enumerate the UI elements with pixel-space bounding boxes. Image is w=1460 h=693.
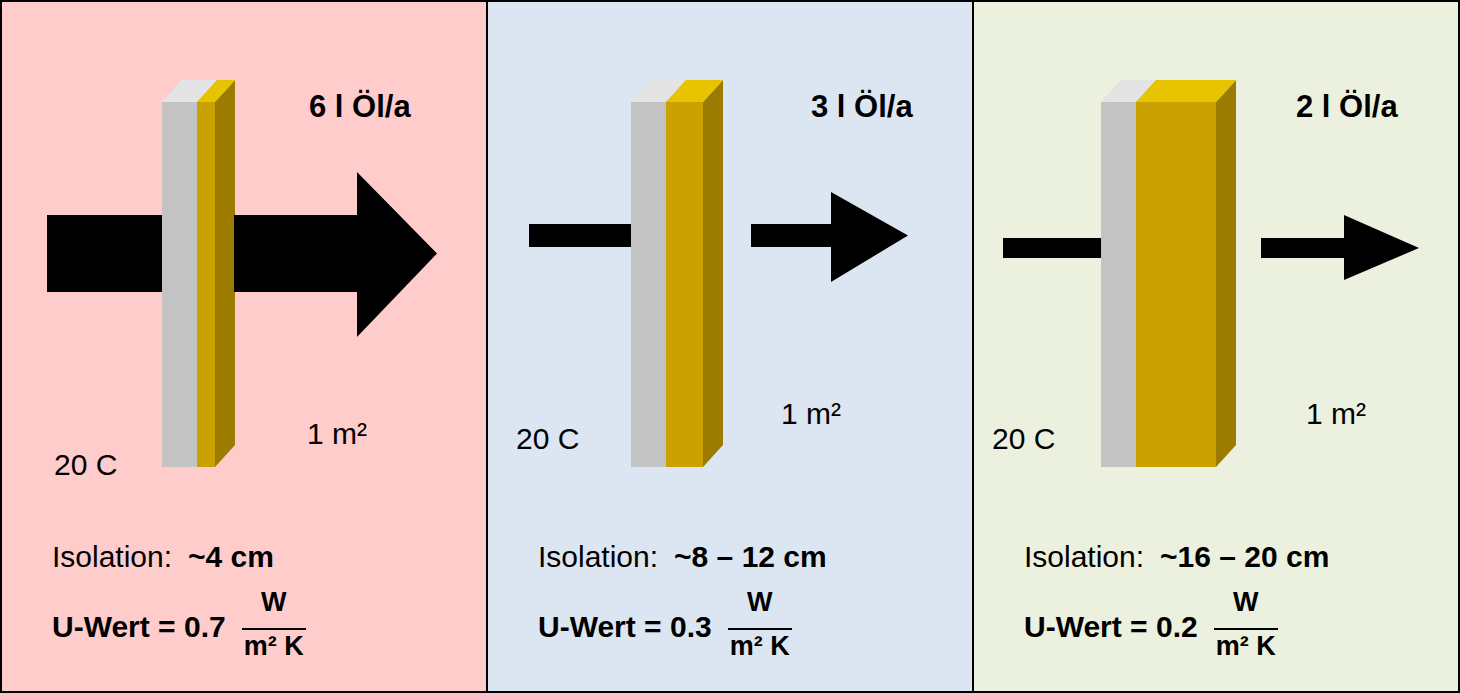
panel-text: W	[261, 588, 286, 618]
heat-flow-in	[1003, 238, 1101, 258]
panel-text: 6 l Öl/a	[309, 90, 411, 124]
panel-text: 1 m²	[781, 397, 841, 430]
heat-flow-out	[234, 172, 437, 337]
panel-text: ~8 – 12 cm	[674, 540, 827, 573]
insulation-panel: 3 l Öl/a 20 C 1 m² Isolation: ~8 – 12 cm U-We…	[486, 0, 974, 693]
insulation-panel: 6 l Öl/a 20 C 1 m² Isolation: ~4 cm U-Wert = …	[0, 0, 488, 693]
fraction-line	[242, 628, 306, 630]
layer-side	[197, 80, 217, 467]
layer-front	[679, 102, 703, 467]
panel-text: 20 C	[992, 422, 1055, 455]
panel-text: Isolation:	[1024, 540, 1144, 573]
heat-flow-in	[47, 215, 162, 292]
heat-flow-in	[529, 224, 631, 247]
panel-text: Isolation:	[52, 540, 172, 573]
layer-front	[1192, 102, 1216, 467]
panel-text: U-Wert = 0.2	[1024, 610, 1198, 643]
panel-text: ~4 cm	[188, 540, 274, 573]
fraction-line	[728, 628, 792, 630]
panel-text: m² K	[730, 632, 790, 662]
heat-flow-out	[751, 192, 908, 282]
panel-text: m² K	[244, 632, 304, 662]
panel-text: 1 m²	[1306, 397, 1366, 430]
panel-text: W	[747, 588, 772, 618]
layer-top	[1192, 80, 1236, 102]
panel-text: Isolation:	[538, 540, 658, 573]
layer-side	[215, 80, 235, 467]
panel-text: 1 m²	[307, 417, 367, 450]
panel-text: W	[1233, 588, 1258, 618]
wall-illustration	[2, 2, 490, 693]
panel-text: U-Wert = 0.3	[538, 610, 712, 643]
layer-top	[197, 80, 235, 102]
panel-text: 3 l Öl/a	[811, 90, 913, 124]
heat-flow-out	[1261, 215, 1419, 280]
fraction-line	[1214, 628, 1278, 630]
layer-front	[197, 102, 215, 467]
layer-front	[666, 102, 679, 467]
layer-top	[679, 80, 723, 102]
panel-text: ~16 – 20 cm	[1160, 540, 1329, 573]
layer-front	[162, 102, 197, 467]
panel-text: m² K	[1216, 632, 1276, 662]
layer-front	[1170, 102, 1192, 467]
layer-side	[703, 80, 723, 467]
layer-front	[1136, 102, 1148, 467]
layer-side	[1216, 80, 1236, 467]
layer-front	[1101, 102, 1136, 467]
panel-text: 20 C	[516, 422, 579, 455]
panel-text: U-Wert = 0.7	[52, 610, 226, 643]
insulation-panel: 2 l Öl/a 20 C 1 m² Isolation: ~16 – 20 cm U-W…	[972, 0, 1460, 693]
layer-front	[631, 102, 666, 467]
panel-text: 20 C	[54, 448, 117, 481]
panel-text: 2 l Öl/a	[1296, 90, 1398, 124]
layer-front	[1148, 102, 1170, 467]
